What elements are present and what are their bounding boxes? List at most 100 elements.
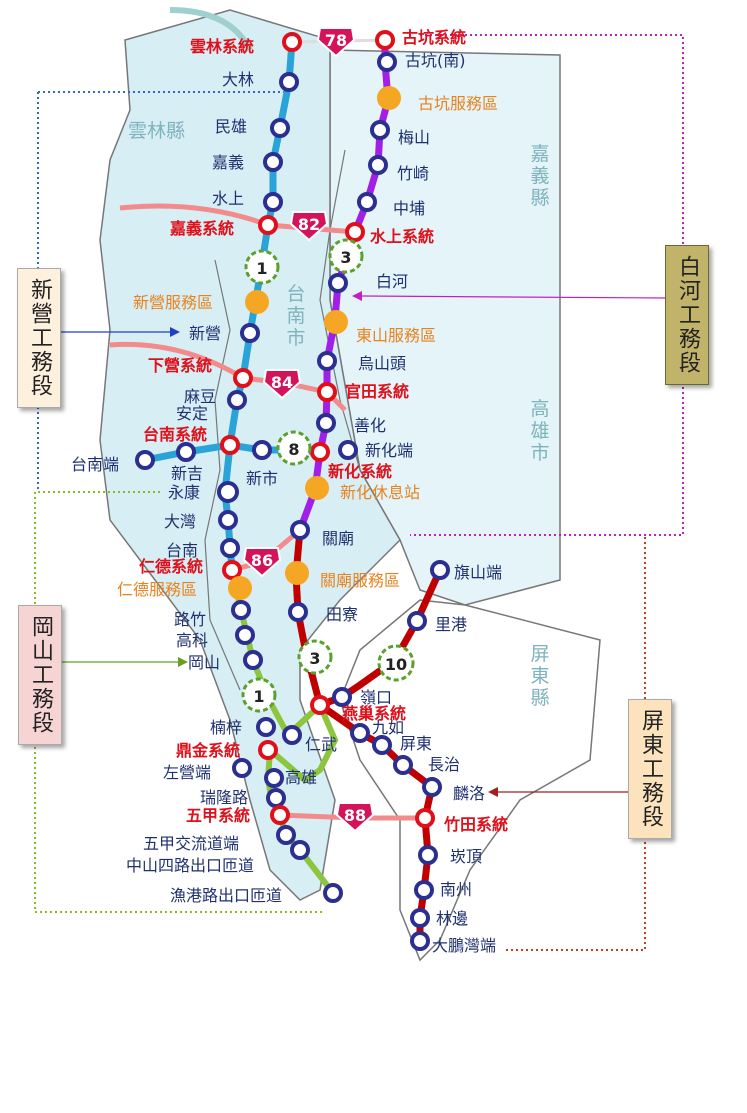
section-gangshan[interactable]: 岡山工務段 (18, 605, 62, 745)
node-ruilong[interactable] (266, 788, 286, 808)
node-shuishang[interactable] (263, 192, 283, 212)
node-guantian-jct[interactable] (317, 382, 337, 402)
node-jiuru[interactable] (350, 723, 370, 743)
label-xinying-sa: 新營服務區 (133, 293, 213, 312)
svg-text:台: 台 (286, 283, 305, 305)
tainan-region (99, 9, 401, 901)
label-baihe: 白河 (376, 272, 408, 291)
node-xinying[interactable] (240, 323, 260, 343)
section-pingtung[interactable]: 屏東工務段 (628, 699, 672, 839)
sa-guanmiao-icon[interactable] (285, 561, 309, 585)
node-zuoying-end[interactable] (232, 758, 252, 778)
sa-gukeng-icon[interactable] (377, 86, 401, 110)
sa-xinhua-icon[interactable] (305, 476, 329, 500)
node-gukeng-jct[interactable] (375, 30, 395, 50)
node-ligang[interactable] (407, 611, 427, 631)
county-kaohsiung: 高 雄 市 (530, 398, 549, 464)
node-madou[interactable] (227, 390, 247, 410)
node-yongkang[interactable] (217, 481, 239, 503)
label-xinhua-rest: 新化休息站 (340, 483, 420, 502)
node-qishan-end[interactable] (430, 560, 450, 580)
label-dalin: 大林 (222, 70, 254, 89)
node-gukeng-s[interactable] (377, 52, 397, 72)
node-changzhi[interactable] (393, 755, 413, 775)
node-gangshan[interactable] (243, 650, 263, 670)
node-dingjin-jct[interactable] (258, 740, 278, 760)
node-meishan[interactable] (370, 120, 390, 140)
node-wujia-ic[interactable] (276, 825, 296, 845)
node-xinhua-end[interactable] (338, 440, 358, 460)
svg-text:10: 10 (385, 655, 407, 674)
label-kanding: 崁頂 (450, 847, 482, 866)
label-xinji: 新吉 (171, 464, 203, 483)
flower-1-north: 1 (244, 249, 280, 285)
node-xiaying-jct[interactable] (233, 368, 253, 388)
node-guanmiao[interactable] (290, 520, 310, 540)
node-nanzhou[interactable] (414, 880, 434, 900)
sa-rende-icon[interactable] (228, 576, 252, 600)
label-yunlin-jct: 雲林系統 (190, 37, 254, 56)
node-kaohsiung[interactable] (264, 768, 284, 788)
sa-xinying-icon[interactable] (245, 290, 269, 314)
node-kanding[interactable] (418, 845, 438, 865)
node-yanchao-jct[interactable] (310, 695, 330, 715)
label-gukeng-sa: 古坑服務區 (418, 94, 498, 113)
node-xinji[interactable] (176, 442, 196, 462)
node-xinshi[interactable] (252, 440, 272, 460)
node-linbian[interactable] (410, 908, 430, 928)
node-dapeng-end[interactable] (410, 931, 430, 951)
label-zhuqi: 竹崎 (397, 164, 429, 183)
node-gaoke[interactable] (235, 625, 255, 645)
section-baihe[interactable]: 白河工務段 (665, 245, 709, 385)
svg-text:3: 3 (309, 649, 320, 668)
node-tainan-ic[interactable] (220, 538, 240, 558)
node-pingtung[interactable] (372, 735, 392, 755)
node-dalin[interactable] (279, 72, 299, 92)
svg-text:84: 84 (271, 373, 293, 392)
node-nanzi[interactable] (256, 717, 276, 737)
node-zhutian-jct[interactable] (415, 808, 435, 828)
node-zhongpu[interactable] (357, 192, 377, 212)
node-wushantou[interactable] (317, 351, 337, 371)
node-linluo[interactable] (422, 777, 442, 797)
node-luzhu[interactable] (231, 600, 251, 620)
label-lingkou: 嶺口 (360, 688, 392, 707)
shield-88: 88 (335, 802, 375, 833)
section-xinying[interactable]: 新營工務段 (17, 268, 61, 408)
node-xinhua-jct[interactable] (310, 442, 330, 462)
county-yunlin: 雲林縣 (128, 120, 185, 142)
svg-text:高: 高 (530, 398, 549, 420)
label-nanzhou: 南州 (440, 880, 472, 899)
county-pingtung: 屏 東 縣 (530, 643, 549, 709)
sa-dongshan-icon[interactable] (324, 310, 348, 334)
node-tainan-jct[interactable] (220, 435, 240, 455)
node-renwu[interactable] (282, 725, 302, 745)
node-wujia-jct[interactable] (270, 805, 290, 825)
node-zhongshan4[interactable] (290, 840, 310, 860)
label-wujia-jct: 五甲系統 (186, 806, 250, 825)
node-zhuqi[interactable] (368, 155, 388, 175)
node-baihe[interactable] (328, 273, 348, 293)
node-yunlin-jct[interactable] (282, 32, 302, 52)
node-chiayi[interactable] (263, 152, 283, 172)
svg-text:雄: 雄 (530, 420, 549, 442)
label-zhongpu: 中埔 (393, 199, 425, 218)
node-minxiong[interactable] (270, 118, 290, 138)
shield-86: 86 (242, 547, 282, 578)
node-shanhua[interactable] (316, 413, 336, 433)
junction-nodes (220, 30, 435, 828)
node-lingkou[interactable] (332, 687, 352, 707)
node-tainan-end[interactable] (135, 450, 155, 470)
label-gangshan: 岡山 (188, 653, 220, 672)
label-dingjin-jct: 鼎金系統 (176, 741, 240, 760)
node-rende-jct[interactable] (222, 560, 242, 580)
svg-text:縣: 縣 (530, 687, 549, 709)
label-wushantou: 烏山頭 (358, 354, 406, 373)
node-shuishang-jct[interactable] (345, 222, 365, 242)
node-dawan[interactable] (218, 510, 238, 530)
node-chiayi-jct[interactable] (258, 215, 278, 235)
node-tianliao[interactable] (288, 602, 308, 622)
node-yugang[interactable] (323, 883, 343, 903)
label-xiaying-jct: 下營系統 (148, 356, 212, 375)
